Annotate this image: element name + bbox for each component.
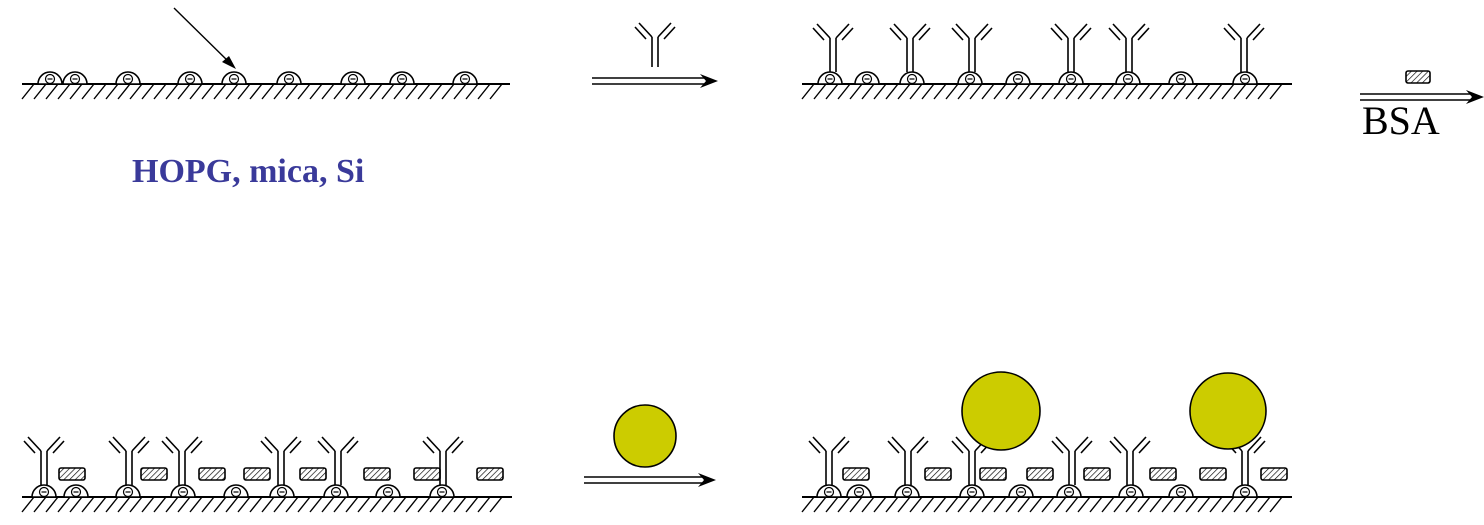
bsa-block-icon	[1149, 467, 1177, 481]
charge-site-icon	[170, 484, 196, 498]
antibody-icon	[951, 23, 993, 72]
antibody-icon	[161, 436, 203, 485]
antibody-icon	[317, 436, 359, 485]
antibody-icon	[23, 436, 65, 485]
gold-particle-icon	[1189, 372, 1267, 450]
charge-site-icon	[1118, 484, 1144, 498]
charge-site-icon	[221, 71, 247, 85]
charge-site-icon	[1232, 484, 1258, 498]
antibody-icon	[889, 23, 931, 72]
charge-site-icon	[894, 484, 920, 498]
bsa-block-icon	[924, 467, 952, 481]
charge-site-icon	[1008, 484, 1034, 498]
substrate-surface	[21, 496, 512, 513]
charge-site-icon	[817, 71, 843, 85]
substrate-surface	[801, 83, 1292, 100]
bsa-block-icon	[363, 467, 391, 481]
antibody-icon	[260, 436, 302, 485]
charge-site-icon	[63, 484, 89, 498]
bsa-block-icon	[198, 467, 226, 481]
charge-site-icon	[957, 71, 983, 85]
charge-site-icon	[959, 484, 985, 498]
charge-site-icon	[375, 484, 401, 498]
charge-site-icon	[854, 71, 880, 85]
bsa-block-icon	[140, 467, 168, 481]
charge-site-icon	[31, 484, 57, 498]
charge-site-icon	[1232, 71, 1258, 85]
charge-site-icon	[323, 484, 349, 498]
bsa-block-icon	[58, 467, 86, 481]
bsa-block-icon	[1199, 467, 1227, 481]
charge-site-icon	[389, 71, 415, 85]
charge-site-icon	[1168, 71, 1194, 85]
bsa-block-icon	[243, 467, 271, 481]
antibody-icon	[887, 436, 929, 485]
bsa-block-icon	[413, 467, 441, 481]
antibody-icon	[951, 436, 993, 485]
pointer-arrow	[173, 7, 236, 69]
charge-site-icon	[62, 71, 88, 85]
bsa-label: BSA	[1362, 98, 1440, 143]
process-arrow	[584, 473, 716, 487]
gold-particle-icon	[961, 371, 1041, 451]
charge-site-icon	[115, 71, 141, 85]
charge-site-icon	[115, 484, 141, 498]
substrate-surface	[21, 83, 510, 100]
antibody-icon	[1051, 436, 1093, 485]
charge-site-icon	[899, 71, 925, 85]
charge-site-icon	[340, 71, 366, 85]
antibody-icon	[1223, 23, 1265, 72]
antibody-icon	[808, 436, 850, 485]
antibody-icon	[1109, 436, 1151, 485]
charge-site-icon	[816, 484, 842, 498]
process-arrow	[1360, 90, 1484, 104]
bsa-block-icon	[842, 467, 870, 481]
charge-site-icon	[177, 71, 203, 85]
charge-site-icon	[269, 484, 295, 498]
bsa-block-icon	[1026, 467, 1054, 481]
substrate-surface	[801, 496, 1292, 513]
bsa-block-icon	[1083, 467, 1111, 481]
substrate-label: HOPG, mica, Si	[132, 153, 365, 190]
bsa-block-icon	[476, 467, 504, 481]
antibody-icon	[812, 23, 854, 72]
bsa-block-icon	[1260, 467, 1288, 481]
charge-site-icon	[276, 71, 302, 85]
antibody-icon	[1108, 23, 1150, 72]
antibody-icon	[108, 436, 150, 485]
charge-site-icon	[223, 484, 249, 498]
charge-site-icon	[452, 71, 478, 85]
charge-site-icon	[37, 71, 63, 85]
process-arrow	[592, 74, 718, 88]
charge-site-icon	[846, 484, 872, 498]
charge-site-icon	[1056, 484, 1082, 498]
bsa-block-icon	[979, 467, 1007, 481]
charge-site-icon	[1115, 71, 1141, 85]
charge-site-icon	[1168, 484, 1194, 498]
gold-particle-icon	[613, 404, 677, 468]
charge-site-icon	[1058, 71, 1084, 85]
antibody-icon	[1050, 23, 1092, 72]
charge-site-icon	[1005, 71, 1031, 85]
bsa-block-icon	[299, 467, 327, 481]
charge-site-icon	[429, 484, 455, 498]
bsa-block-icon	[1405, 70, 1431, 84]
antibody-icon	[634, 22, 676, 67]
